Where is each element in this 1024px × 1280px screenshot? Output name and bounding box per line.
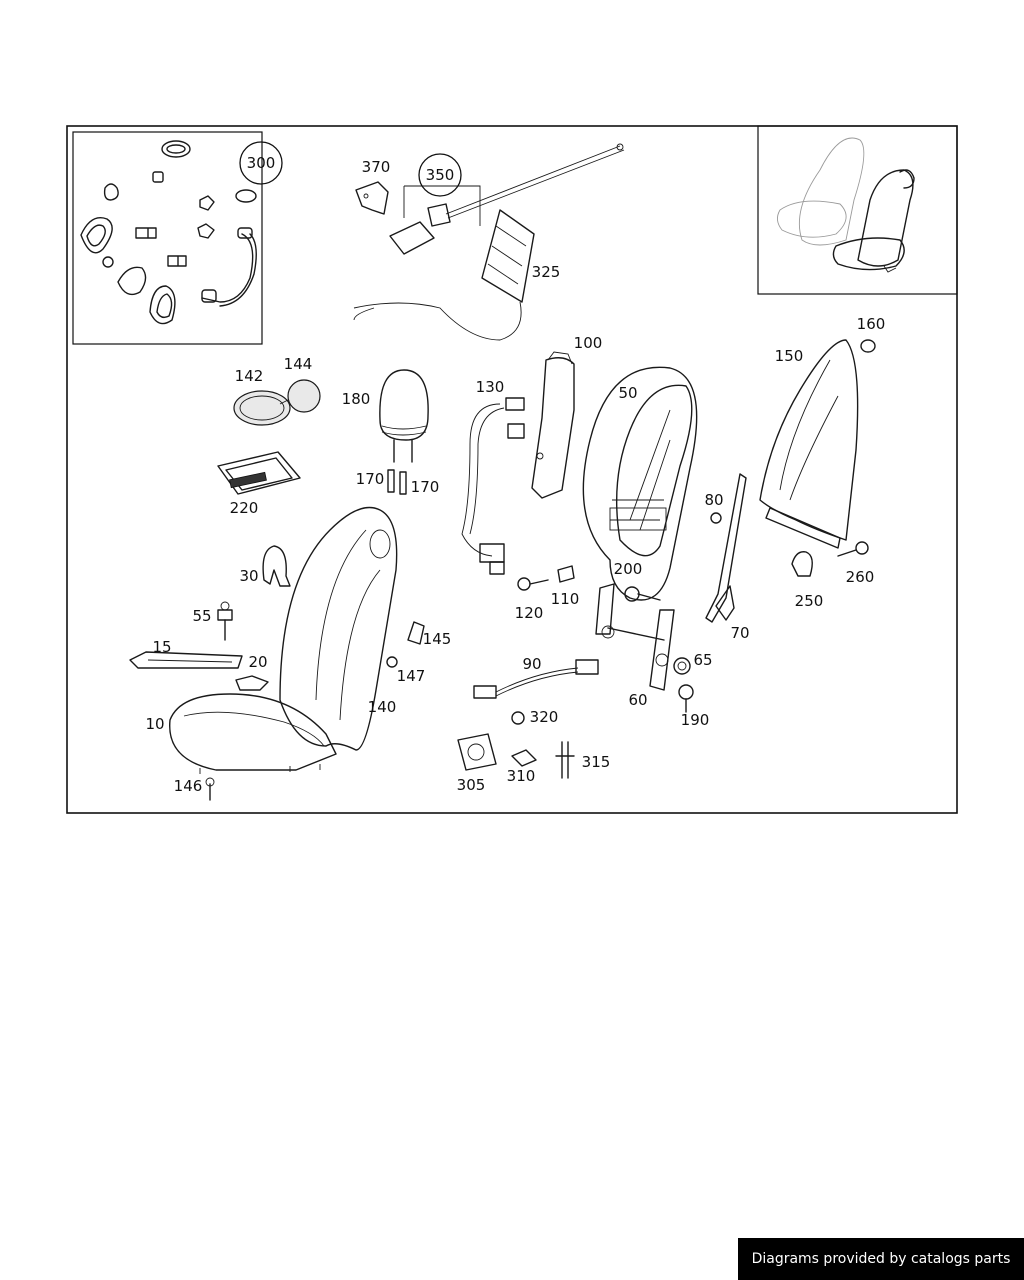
diagram-frame — [66, 125, 958, 814]
part-146-pin — [205, 777, 215, 801]
part-60-recliner-mechanism — [595, 583, 675, 691]
callout-310: 310 — [507, 767, 536, 785]
callout-60: 60 — [628, 691, 647, 709]
callout-150: 150 — [775, 347, 804, 365]
part-220-handle — [217, 451, 301, 495]
callout-300: 300 — [247, 154, 276, 172]
callout-170-right: 170 — [411, 478, 440, 496]
part-15-trim-strip — [129, 651, 243, 669]
callout-100: 100 — [574, 334, 603, 352]
part-350-control-unit-wiring — [389, 143, 625, 255]
part-100-side-trim — [531, 351, 575, 499]
part-20-lever — [235, 675, 269, 691]
callout-200: 200 — [614, 560, 643, 578]
part-260-screw — [837, 541, 869, 557]
part-70-rail — [705, 473, 747, 623]
seat-overview-illustration — [777, 137, 915, 273]
callout-140: 140 — [368, 698, 397, 716]
part-140-backrest-cover — [279, 506, 398, 751]
part-65-nut — [673, 657, 691, 675]
part-30-clip — [262, 545, 291, 587]
callout-20: 20 — [248, 653, 267, 671]
part-55-bolt — [217, 601, 233, 641]
part-130-wiring-harness — [461, 397, 525, 575]
inset-frame-seat-overview — [757, 125, 958, 295]
part-10-seat-cushion — [169, 693, 337, 774]
callout-370: 370 — [362, 158, 391, 176]
callout-325: 325 — [532, 263, 561, 281]
callout-305: 305 — [457, 776, 486, 794]
callout-350: 350 — [426, 166, 455, 184]
callout-ring-300 — [239, 141, 283, 185]
part-190-bolt — [678, 684, 694, 713]
callout-ring-350 — [418, 153, 462, 197]
part-315-connector — [555, 741, 575, 779]
part-142-badge — [233, 390, 291, 426]
part-305-motor — [457, 733, 497, 771]
part-325-heating-mat — [353, 209, 535, 341]
callout-65: 65 — [693, 651, 712, 669]
callout-110: 110 — [551, 590, 580, 608]
callout-147: 147 — [397, 667, 426, 685]
callout-170-left: 170 — [356, 470, 385, 488]
callout-146: 146 — [174, 777, 203, 795]
callout-80: 80 — [704, 491, 723, 509]
part-170-guides — [387, 469, 407, 495]
footer-credit: Diagrams provided by catalogs parts — [738, 1238, 1024, 1280]
part-370-bracket — [355, 181, 389, 215]
part-120-screw — [517, 577, 549, 591]
callout-15: 15 — [152, 638, 171, 656]
part-50-backrest-frame — [582, 366, 698, 601]
part-150-backrest-rear-panel — [759, 339, 876, 549]
part-180-headrest — [379, 369, 429, 463]
part-90-cable — [473, 659, 599, 699]
part-147-screw — [386, 656, 398, 668]
part-144-disc — [279, 379, 321, 413]
part-250-cap — [791, 551, 813, 577]
callout-145: 145 — [423, 630, 452, 648]
callout-250: 250 — [795, 592, 824, 610]
callout-320: 320 — [530, 708, 559, 726]
callout-55: 55 — [192, 607, 211, 625]
part-145-clip — [407, 621, 425, 645]
callout-160: 160 — [857, 315, 886, 333]
part-320-screw — [511, 711, 525, 725]
callout-120: 120 — [515, 604, 544, 622]
part-80-screw — [710, 512, 722, 524]
part-300-clips-set — [80, 140, 257, 325]
callout-142: 142 — [235, 367, 264, 385]
part-200-bolt — [624, 586, 661, 602]
callout-70: 70 — [730, 624, 749, 642]
part-310-pin — [511, 749, 537, 767]
callout-144: 144 — [284, 355, 313, 373]
callout-30: 30 — [239, 567, 258, 585]
inset-frame-small-parts — [72, 131, 263, 345]
callout-90: 90 — [522, 655, 541, 673]
callout-50: 50 — [618, 384, 637, 402]
callout-180: 180 — [342, 390, 371, 408]
callout-260: 260 — [846, 568, 875, 586]
callout-190: 190 — [681, 711, 710, 729]
part-110-clip — [557, 565, 575, 583]
callout-130: 130 — [476, 378, 505, 396]
callout-220: 220 — [230, 499, 259, 517]
callout-10: 10 — [145, 715, 164, 733]
callout-315: 315 — [582, 753, 611, 771]
